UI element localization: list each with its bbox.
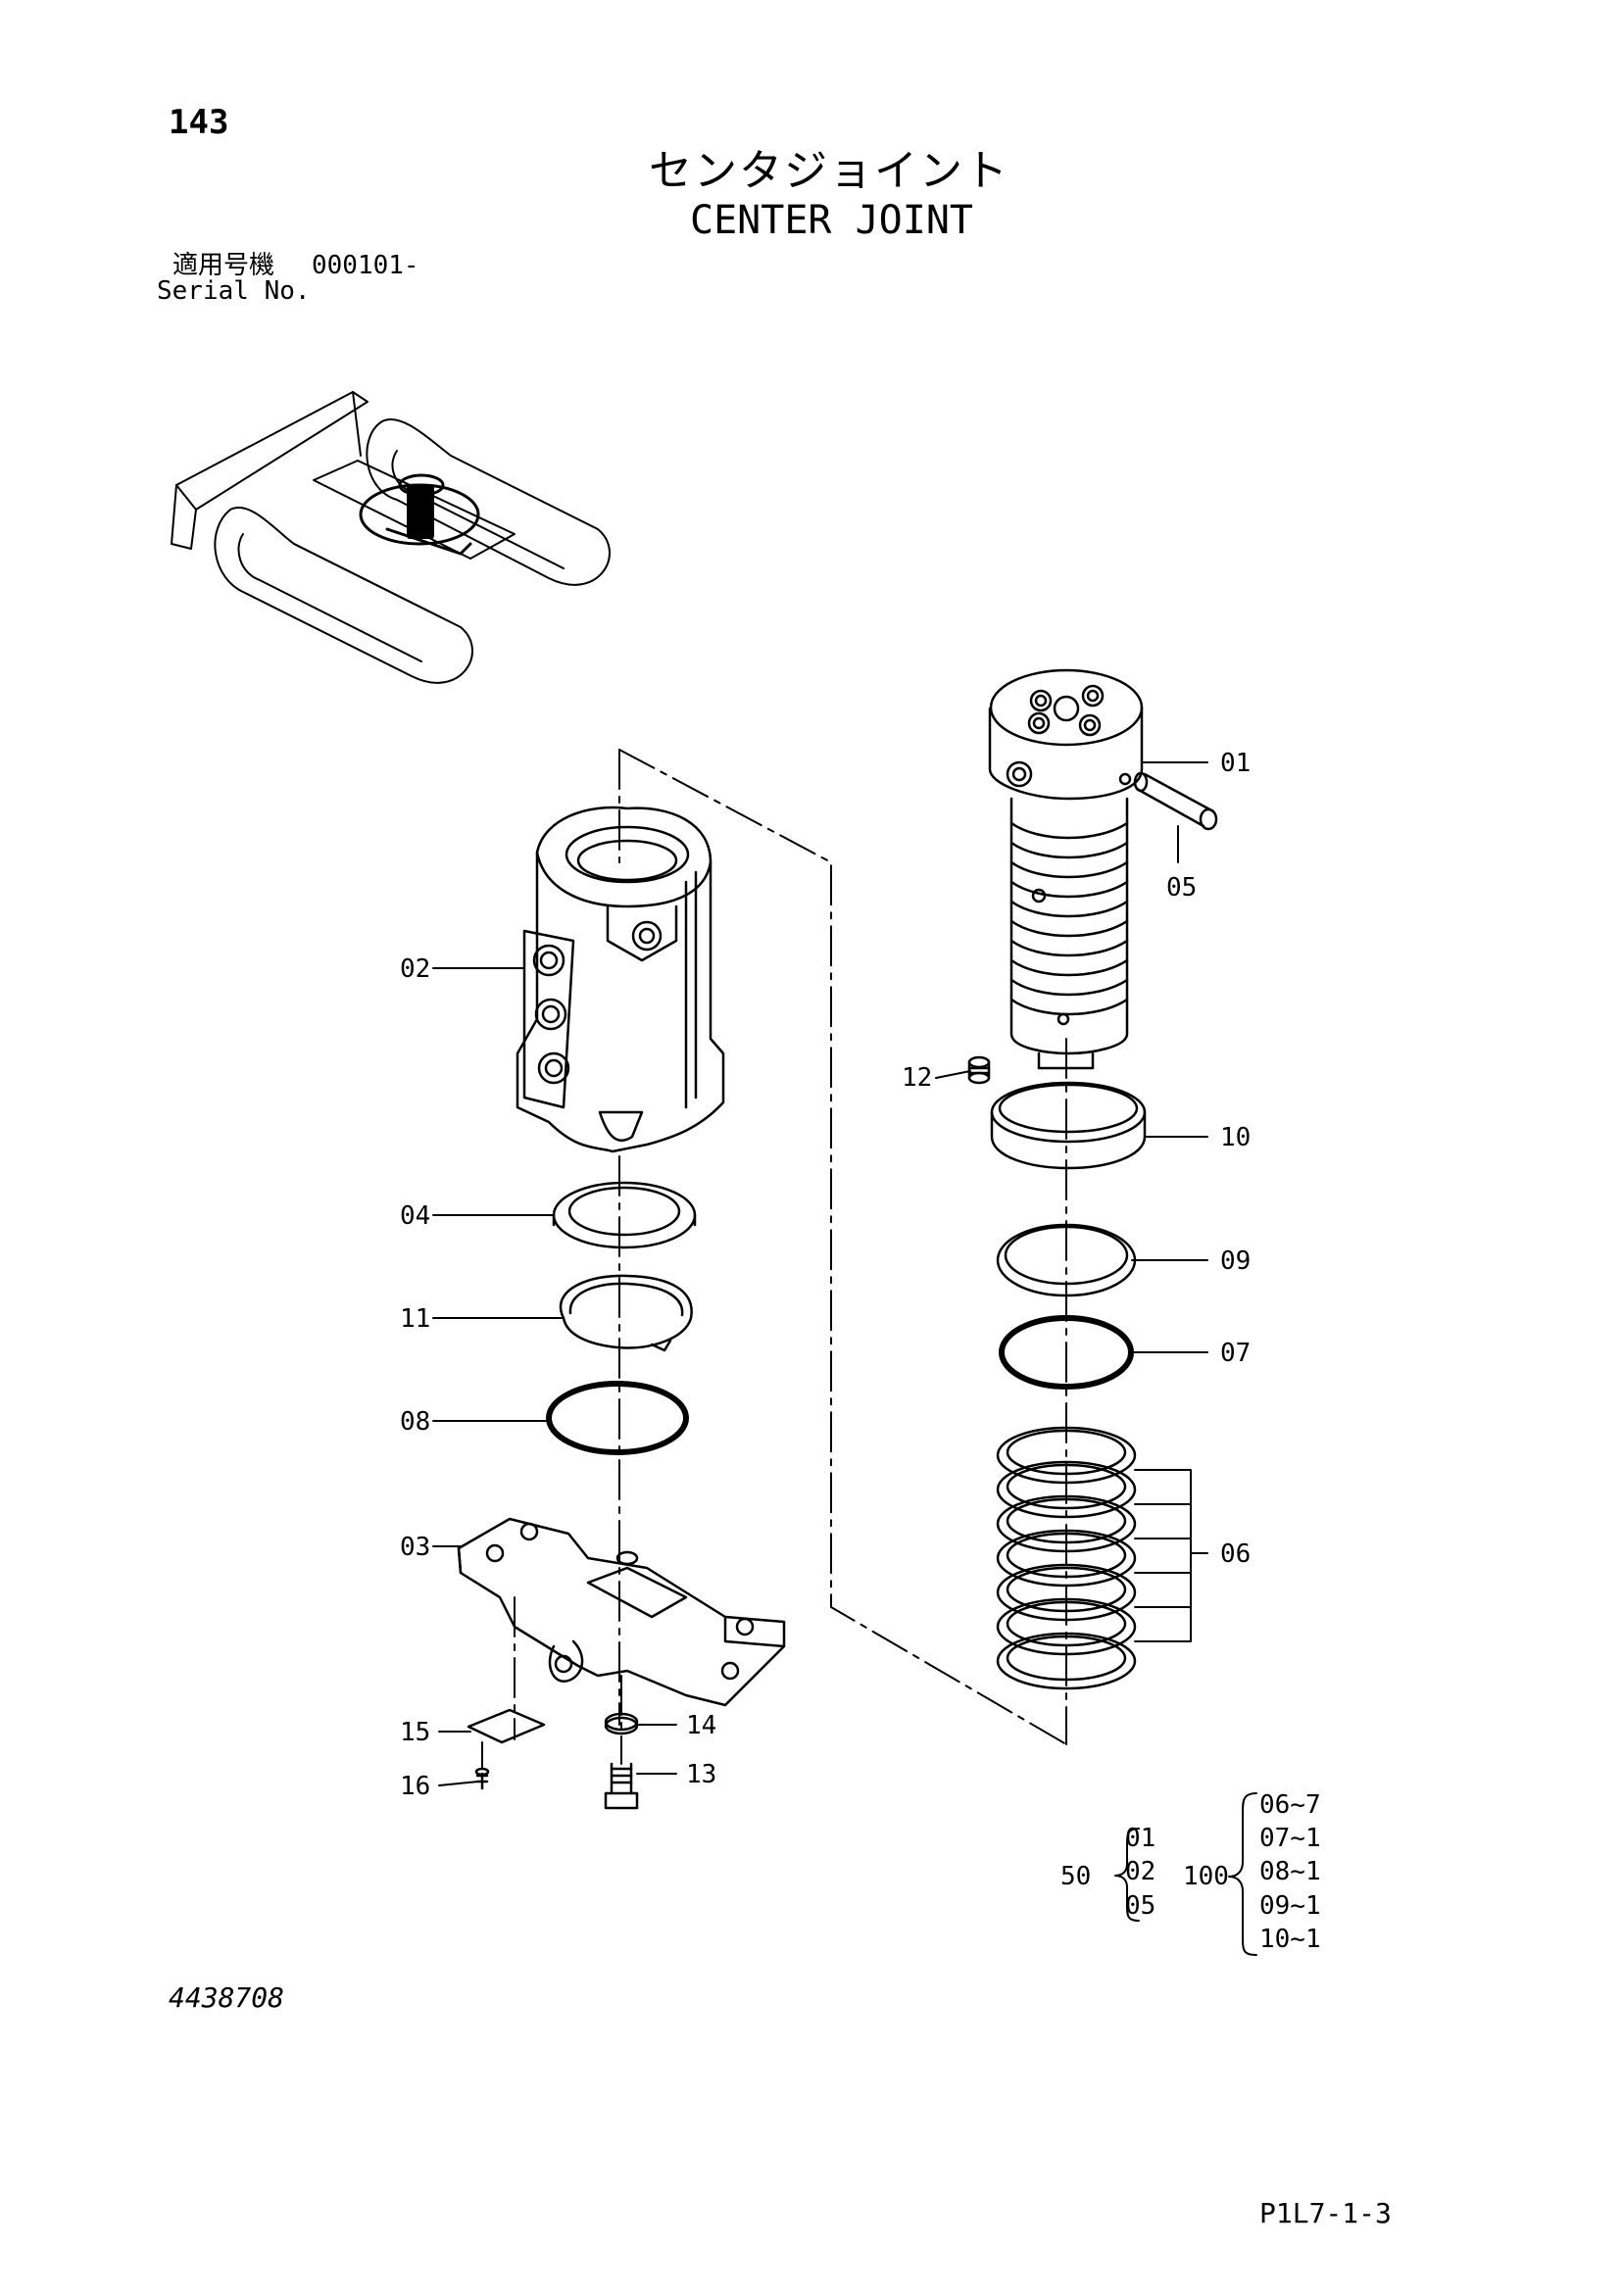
kit-50-item: 01	[1125, 1824, 1155, 1853]
title-english: CENTER JOINT	[690, 198, 973, 243]
part-13-plug	[604, 1762, 639, 1810]
serial-value: 000101-	[312, 251, 419, 280]
callout-03: 03	[400, 1533, 430, 1562]
callout-14: 14	[686, 1711, 716, 1740]
kit-legend: 50 01 02 05 100 06~7 07~1 08~1 09~1 10~1	[1060, 1790, 1321, 1956]
kit-100-item: 07~1	[1259, 1824, 1321, 1853]
serial-label-japanese: 適用号機	[172, 251, 275, 280]
kit-50: 50 01 02 05	[1060, 1824, 1155, 1922]
part-03-cover-plate	[457, 1517, 786, 1707]
part-15-plate	[467, 1708, 546, 1744]
kit-100-item: 08~1	[1259, 1857, 1321, 1886]
callout-04: 04	[400, 1201, 430, 1231]
callout-01: 01	[1220, 749, 1251, 778]
kit-100: 100 06~7 07~1 08~1 09~1 10~1	[1183, 1790, 1321, 1956]
kit-50-item: 05	[1125, 1891, 1155, 1921]
title-japanese: センタジョイント	[649, 146, 1009, 196]
part-01-spindle	[988, 668, 1144, 1070]
part-10-ring	[990, 1081, 1147, 1170]
callout-12: 12	[902, 1063, 932, 1093]
kit-100-number: 100	[1183, 1862, 1229, 1891]
drawing-number: 4438708	[169, 1981, 285, 2014]
part-02-joint-body	[516, 806, 725, 1153]
callout-11: 11	[400, 1304, 430, 1334]
kit-100-item: 09~1	[1259, 1891, 1321, 1921]
callout-08: 08	[400, 1407, 430, 1437]
callout-labels: 01 05 02 12 10 04 09 11 07 08 03 06 14 1…	[400, 749, 1251, 1801]
part-05-pin	[1133, 771, 1218, 831]
kit-50-item: 02	[1125, 1857, 1155, 1886]
kit-100-item: 10~1	[1259, 1925, 1321, 1954]
callout-10: 10	[1220, 1123, 1251, 1152]
part-04-ring	[552, 1181, 697, 1249]
leader-lines	[432, 761, 1208, 1786]
part-08-o-ring	[546, 1381, 689, 1455]
callout-16: 16	[400, 1772, 430, 1801]
page-number: 143	[169, 103, 229, 142]
callout-05: 05	[1166, 873, 1197, 903]
callout-06: 06	[1220, 1539, 1251, 1569]
callout-07: 07	[1220, 1339, 1251, 1368]
callout-02: 02	[400, 954, 430, 984]
callout-09: 09	[1220, 1246, 1251, 1276]
kit-50-number: 50	[1060, 1862, 1091, 1891]
assembly-center-lines	[481, 749, 1067, 1770]
part-12-plug	[967, 1055, 991, 1085]
callout-13: 13	[686, 1760, 716, 1789]
machine-location-thumbnail	[171, 391, 611, 684]
part-11-snap-ring	[560, 1274, 693, 1352]
part-16-screw	[474, 1767, 490, 1790]
serial-label-english: Serial No.	[157, 276, 311, 306]
sheet-reference: P1L7-1-3	[1259, 2197, 1392, 2229]
callout-15: 15	[400, 1718, 430, 1747]
kit-100-item: 06~7	[1259, 1790, 1321, 1820]
